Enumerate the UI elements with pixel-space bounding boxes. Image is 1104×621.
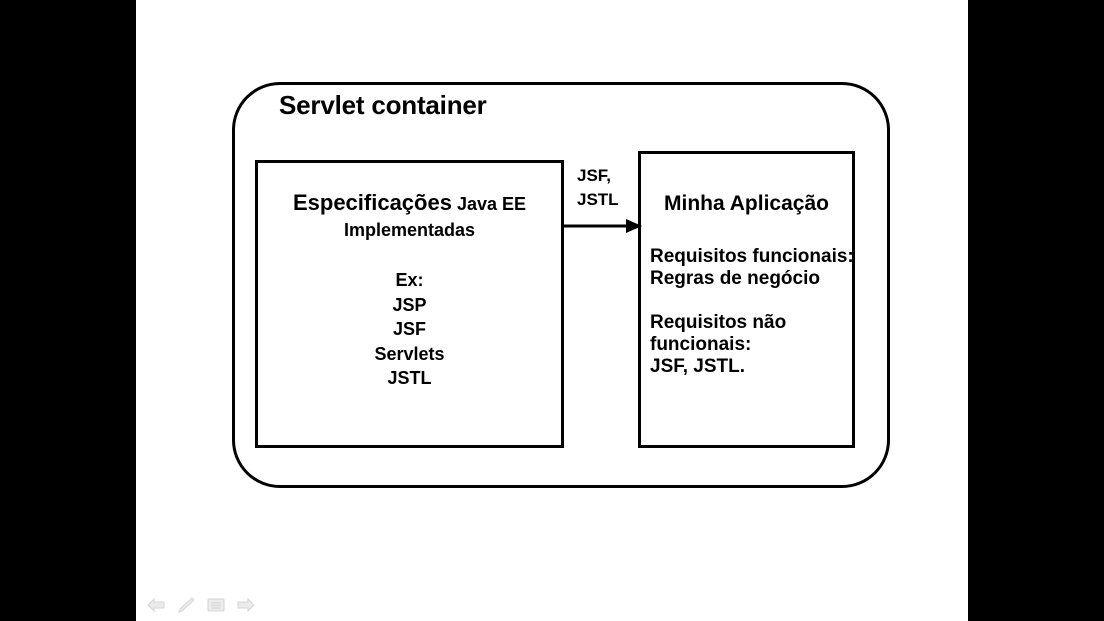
text-line: funcionais: [650,334,752,355]
letterbox-left [0,0,136,621]
application-body: Requisitos funcionais: Regras de negócio… [650,246,865,378]
letterbox-right [968,0,1104,621]
arrow-label-line1: JSF, [577,166,612,185]
application-heading: Minha Aplicação [664,192,829,215]
application-box [638,151,855,448]
specifications-list: Ex: JSP JSF Servlets JSTL [255,268,564,391]
menu-icon[interactable] [206,595,226,615]
specifications-box [255,160,564,448]
text-line: Requisitos funcionais: [650,246,854,267]
slide-controls[interactable] [146,594,256,616]
list-item: Ex: [395,270,424,290]
text-line: Regras de negócio [650,268,820,289]
specifications-heading-main: Especificações [292,190,452,215]
servlet-container-title: Servlet container [279,90,487,120]
pen-icon[interactable] [176,595,196,615]
specifications-heading-line2: Implementadas [343,220,476,240]
functional-requirements-paragraph: Requisitos funcionais: Regras de negócio [650,246,865,290]
list-item: JSP [392,294,427,315]
specifications-heading: Especificações Java EE Implementadas [255,190,564,243]
list-item: Servlets [374,343,445,364]
list-item: JSTL [387,368,432,388]
specifications-heading-sub: Java EE [456,194,527,214]
text-line: JSF, JSTL. [650,356,746,377]
slide-canvas: Servlet container Especificações Java EE… [136,0,968,621]
list-item: JSF [392,319,426,339]
servlet-container-boundary [232,82,890,488]
previous-slide-icon[interactable] [146,595,166,615]
arrow-label-line2: JSTL [577,190,619,209]
paragraph-spacer [650,290,865,312]
flow-arrow-icon [564,219,642,233]
next-slide-icon[interactable] [236,595,256,615]
arrow-label: JSF, JSTL [577,164,619,212]
nonfunctional-requirements-paragraph: Requisitos não funcionais: JSF, JSTL. [650,312,865,378]
text-line: Requisitos não [650,312,787,333]
